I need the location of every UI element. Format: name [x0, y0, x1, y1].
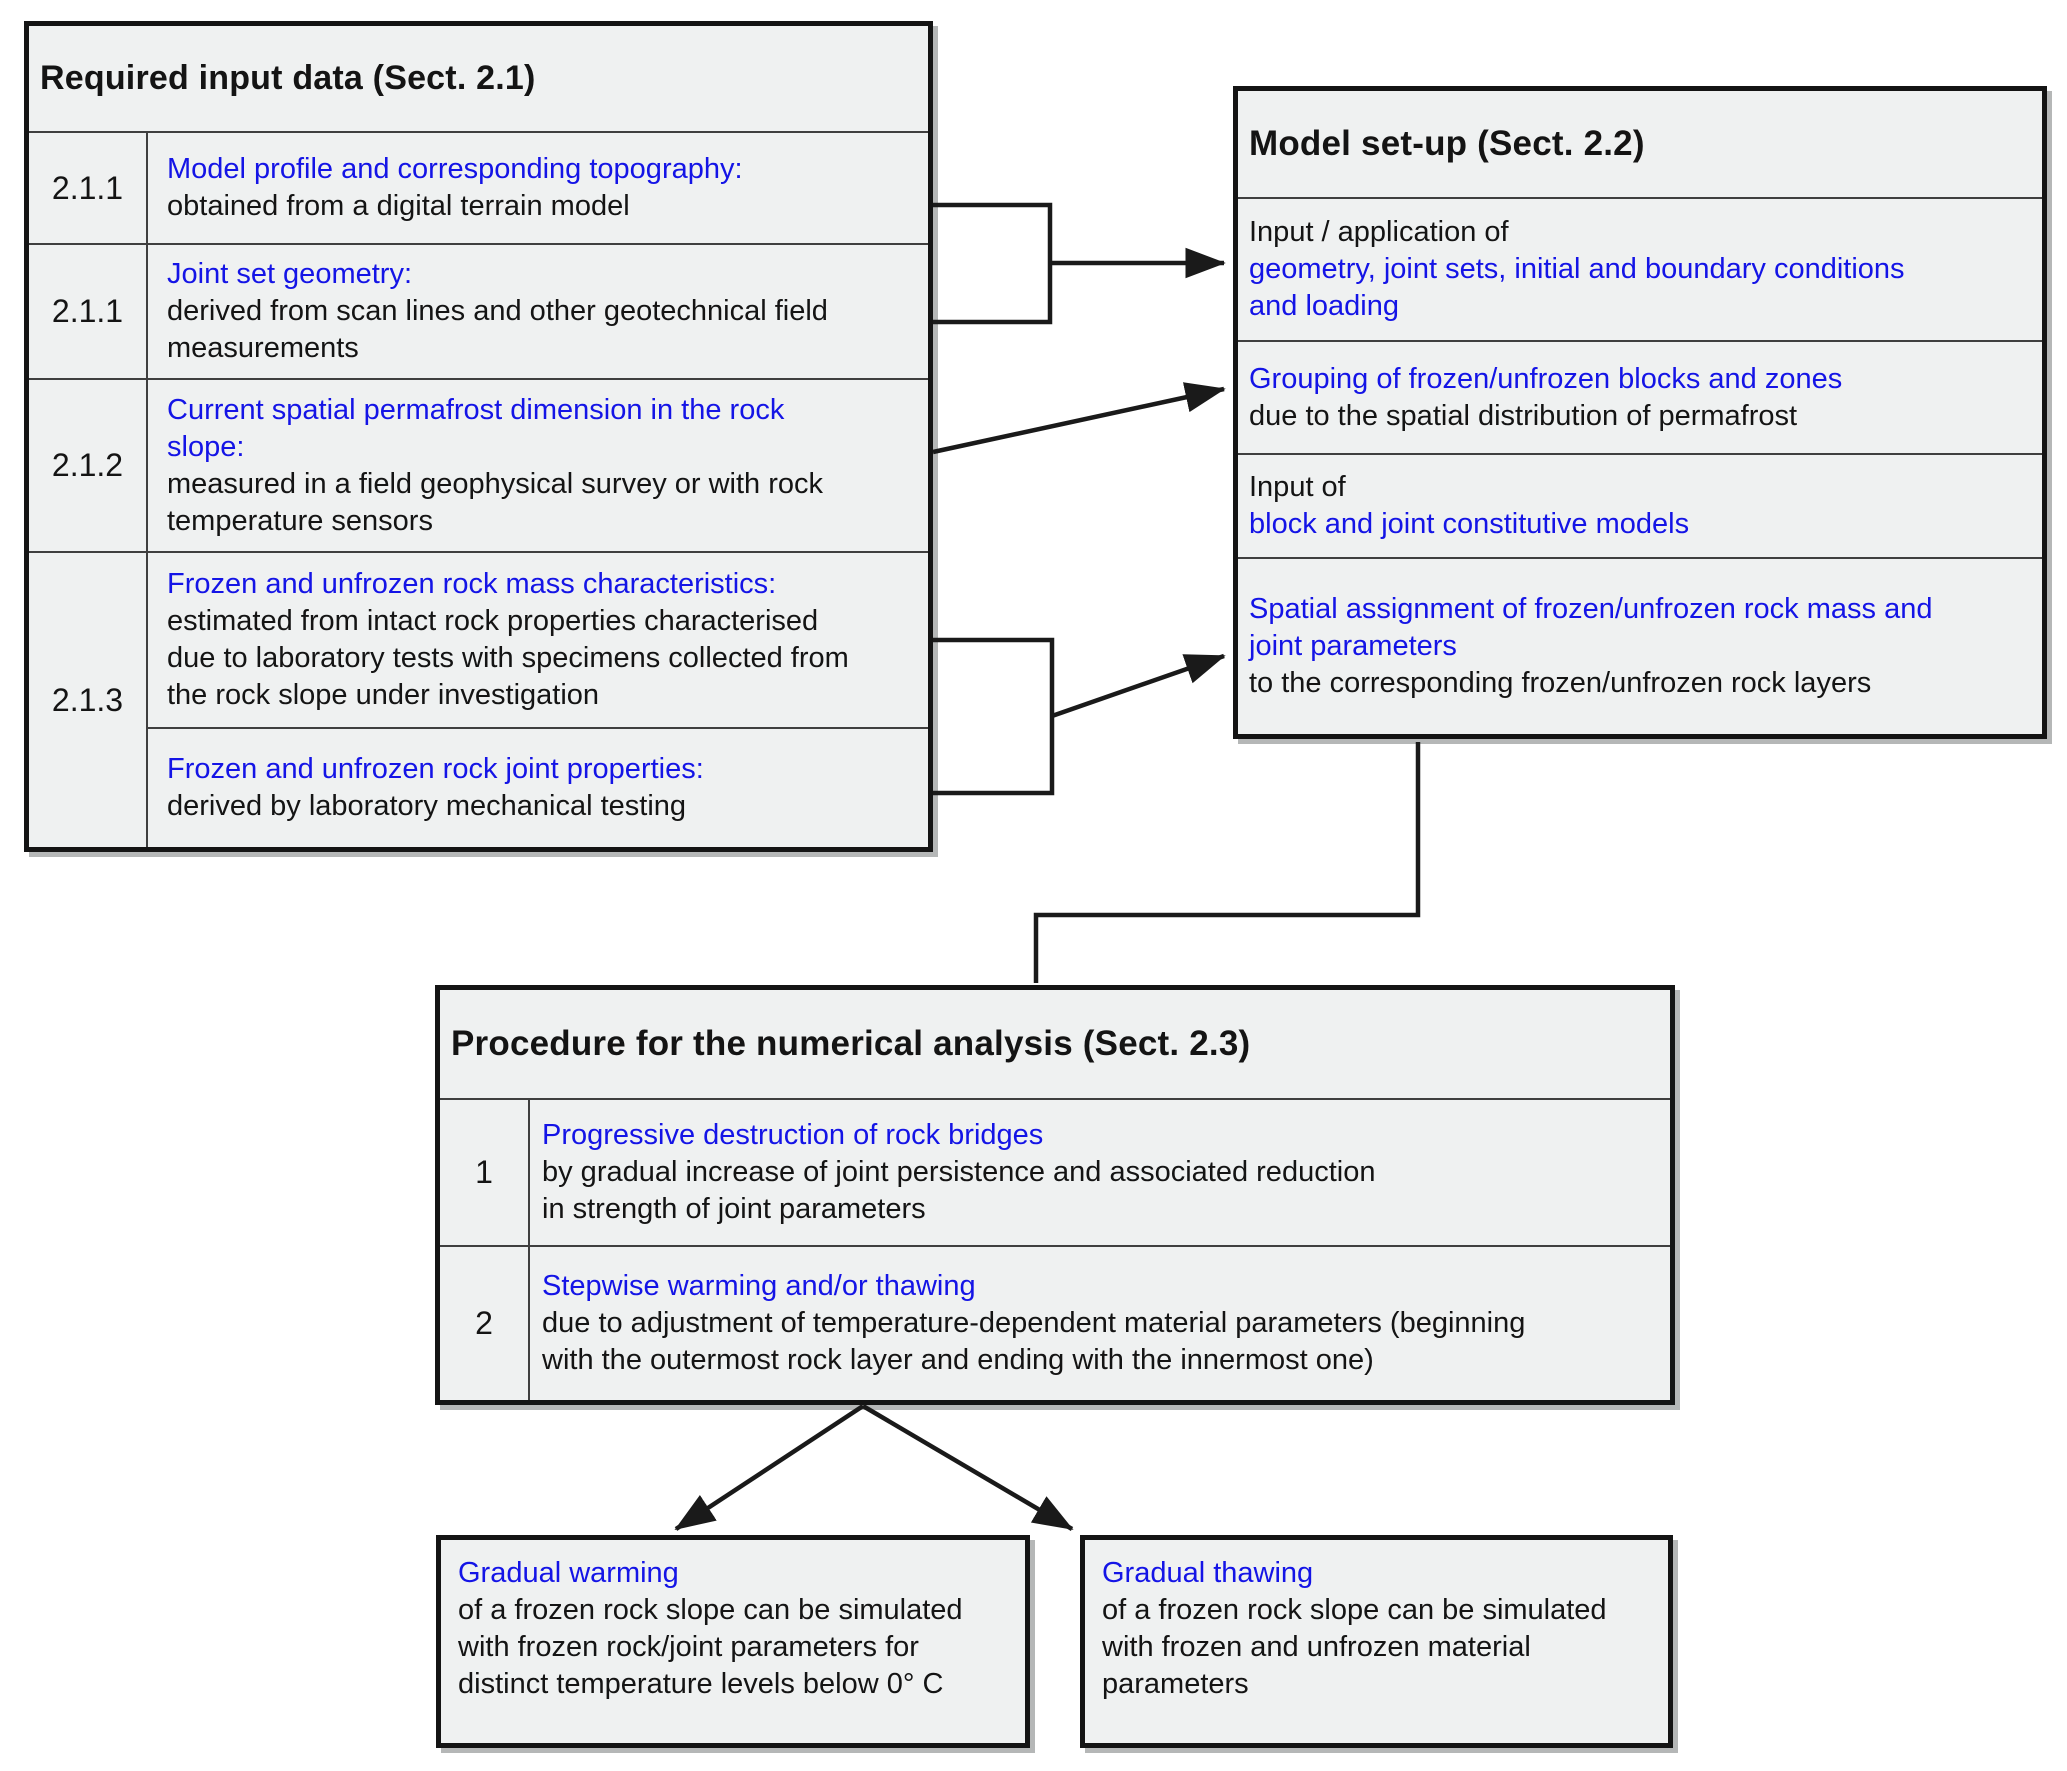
row-heading: Current spatial permafrost dimension in … [167, 393, 785, 426]
required-input-title: Required input data (Sect. 2.1) [40, 59, 536, 97]
row-text: due to laboratory tests with specimens c… [167, 642, 849, 674]
step-number-cell: 1 [440, 1098, 528, 1245]
box-text: with frozen and unfrozen material [1102, 1631, 1531, 1663]
table-row: Model profile and corresponding topograp… [146, 131, 928, 243]
model-setup-title: Model set-up (Sect. 2.2) [1249, 124, 1645, 163]
step-number: 2 [475, 1305, 493, 1341]
section-number: 2.1.1 [51, 293, 124, 329]
row-heading: Stepwise warming and/or thawing [542, 1270, 976, 1302]
row-text: temperature sensors [167, 504, 433, 537]
row-heading: Progressive destruction of rock bridges [542, 1119, 1044, 1151]
row-text: due to the spatial distribution of perma… [1249, 399, 1798, 432]
row-heading: Spatial assignment of frozen/unfrozen ro… [1249, 593, 1933, 625]
row-heading: joint parameters [1249, 630, 1457, 662]
table-row: Current spatial permafrost dimension in … [146, 378, 928, 551]
row-text: Input of [1249, 471, 1346, 503]
section-number-cell: 2.1.1 [29, 243, 146, 378]
row-text: the rock slope under investigation [167, 679, 600, 711]
row-text: Input / application of [1249, 216, 1509, 248]
table-row: Joint set geometry: derived from scan li… [146, 243, 928, 378]
arrow-to-gradual-warming [674, 1404, 865, 1531]
row-text: in strength of joint parameters [542, 1193, 926, 1225]
section-number-cell: 2.1.1 [29, 131, 146, 243]
row-text: due to adjustment of temperature-depende… [542, 1307, 1526, 1339]
row-heading: and loading [1249, 290, 1399, 322]
arrow-permafrost-to-grouping [932, 382, 1226, 455]
section-number-cell: 2.1.2 [29, 378, 146, 551]
row-text: with the outermost rock layer and ending… [542, 1344, 1374, 1376]
row-text: measurements [167, 332, 359, 364]
row-heading: Grouping of frozen/unfrozen blocks and z… [1249, 362, 1843, 395]
row-text: derived from scan lines and other geotec… [167, 295, 828, 327]
table-row: Grouping of frozen/unfrozen blocks and z… [1238, 340, 2042, 453]
table-row: Input / application of geometry, joint s… [1238, 197, 2042, 340]
row-heading: block and joint constitutive models [1249, 508, 1690, 540]
box-text: of a frozen rock slope can be simulated [458, 1594, 963, 1626]
required-input-data-box: Required input data (Sect. 2.1) 2.1.1 Mo… [24, 21, 933, 852]
box-heading: Gradual warming [458, 1557, 679, 1589]
bracket-rock-mass-joint-properties [933, 637, 1055, 796]
table-row: Input of block and joint constitutive mo… [1238, 453, 2042, 557]
box-text: parameters [1102, 1668, 1249, 1700]
section-number: 2.1.1 [51, 169, 124, 206]
procedure-title: Procedure for the numerical analysis (Se… [451, 1024, 1251, 1063]
arrow-to-gradual-thawing [861, 1404, 1074, 1531]
row-text: measured in a field geophysical survey o… [167, 467, 824, 500]
row-text: derived by laboratory mechanical testing [167, 790, 687, 822]
bracket-topography-jointset [933, 202, 1053, 325]
row-text: to the corresponding frozen/unfrozen roc… [1249, 667, 1872, 699]
table-row: Frozen and unfrozen rock joint propertie… [146, 727, 928, 847]
row-text: by gradual increase of joint persistence… [542, 1156, 1376, 1188]
box-heading: Gradual thawing [1102, 1557, 1314, 1589]
row-text: obtained from a digital terrain model [167, 190, 630, 222]
box-text: of a frozen rock slope can be simulated [1102, 1594, 1607, 1626]
table-row: Progressive destruction of rock bridges … [528, 1098, 1670, 1245]
box-text: with frozen rock/joint parameters for [458, 1631, 919, 1663]
box-text: distinct temperature levels below 0° C [458, 1668, 944, 1700]
row-heading: slope: [167, 430, 245, 463]
row-heading: Joint set geometry: [167, 258, 412, 290]
arrow-to-spatial-assignment [1051, 653, 1226, 719]
section-number: 2.1.2 [51, 447, 124, 483]
row-heading: Frozen and unfrozen rock mass characteri… [167, 568, 777, 600]
gradual-warming-box: Gradual warming of a frozen rock slope c… [436, 1535, 1030, 1748]
table-row: Frozen and unfrozen rock mass characteri… [146, 551, 928, 727]
model-setup-box: Model set-up (Sect. 2.2) Input / applica… [1233, 86, 2047, 739]
row-text: estimated from intact rock properties ch… [167, 605, 819, 637]
table-row: Stepwise warming and/or thawing due to a… [528, 1245, 1670, 1400]
step-number: 1 [475, 1154, 493, 1190]
connector-modelsetup-to-procedure [1033, 742, 1421, 983]
section-number: 2.1.3 [51, 681, 124, 718]
gradual-thawing-box: Gradual thawing of a frozen rock slope c… [1080, 1535, 1673, 1748]
step-number-cell: 2 [440, 1245, 528, 1400]
section-number-cell: 2.1.3 [29, 551, 146, 847]
row-heading: geometry, joint sets, initial and bounda… [1249, 253, 1905, 285]
row-heading: Frozen and unfrozen rock joint propertie… [167, 753, 704, 785]
procedure-box: Procedure for the numerical analysis (Se… [435, 985, 1675, 1405]
row-heading: Model profile and corresponding topograp… [167, 153, 743, 185]
table-row: Spatial assignment of frozen/unfrozen ro… [1238, 557, 2042, 734]
